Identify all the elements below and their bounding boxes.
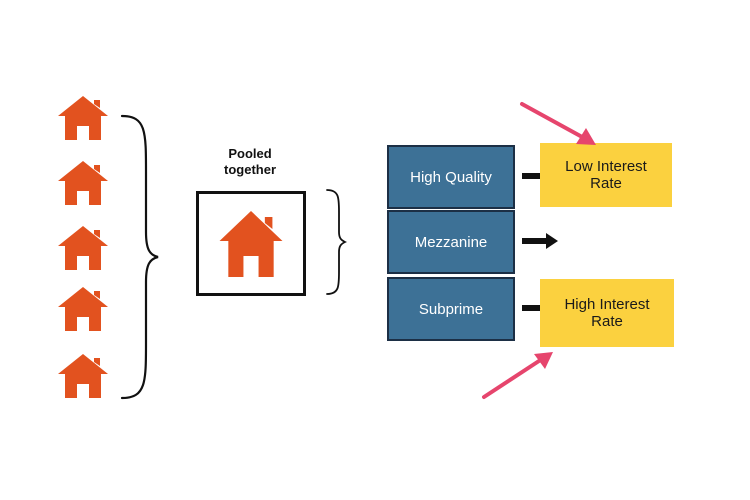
pointer-arrow-icon bbox=[520, 102, 596, 145]
pooled-label: Pooled together bbox=[224, 146, 276, 177]
tranche-high-quality: High Quality bbox=[387, 145, 515, 209]
tranche-mezzanine: Mezzanine bbox=[387, 210, 515, 274]
tranche-subprime: Subprime bbox=[387, 277, 515, 341]
high-interest-rate-box: High Interest Rate bbox=[540, 279, 674, 347]
low-interest-rate-box: Low Interest Rate bbox=[540, 143, 672, 207]
house-icon bbox=[56, 94, 110, 142]
pool-box bbox=[196, 191, 306, 296]
curly-bracket-icon bbox=[120, 112, 160, 402]
house-icon bbox=[56, 285, 110, 333]
pointer-arrow-icon bbox=[482, 352, 553, 399]
house-icon bbox=[56, 159, 110, 207]
house-icon bbox=[56, 352, 110, 400]
curly-bracket-icon bbox=[325, 188, 348, 296]
house-icon bbox=[217, 208, 285, 280]
house-icon bbox=[56, 224, 110, 272]
arrow-right-icon bbox=[522, 233, 558, 249]
